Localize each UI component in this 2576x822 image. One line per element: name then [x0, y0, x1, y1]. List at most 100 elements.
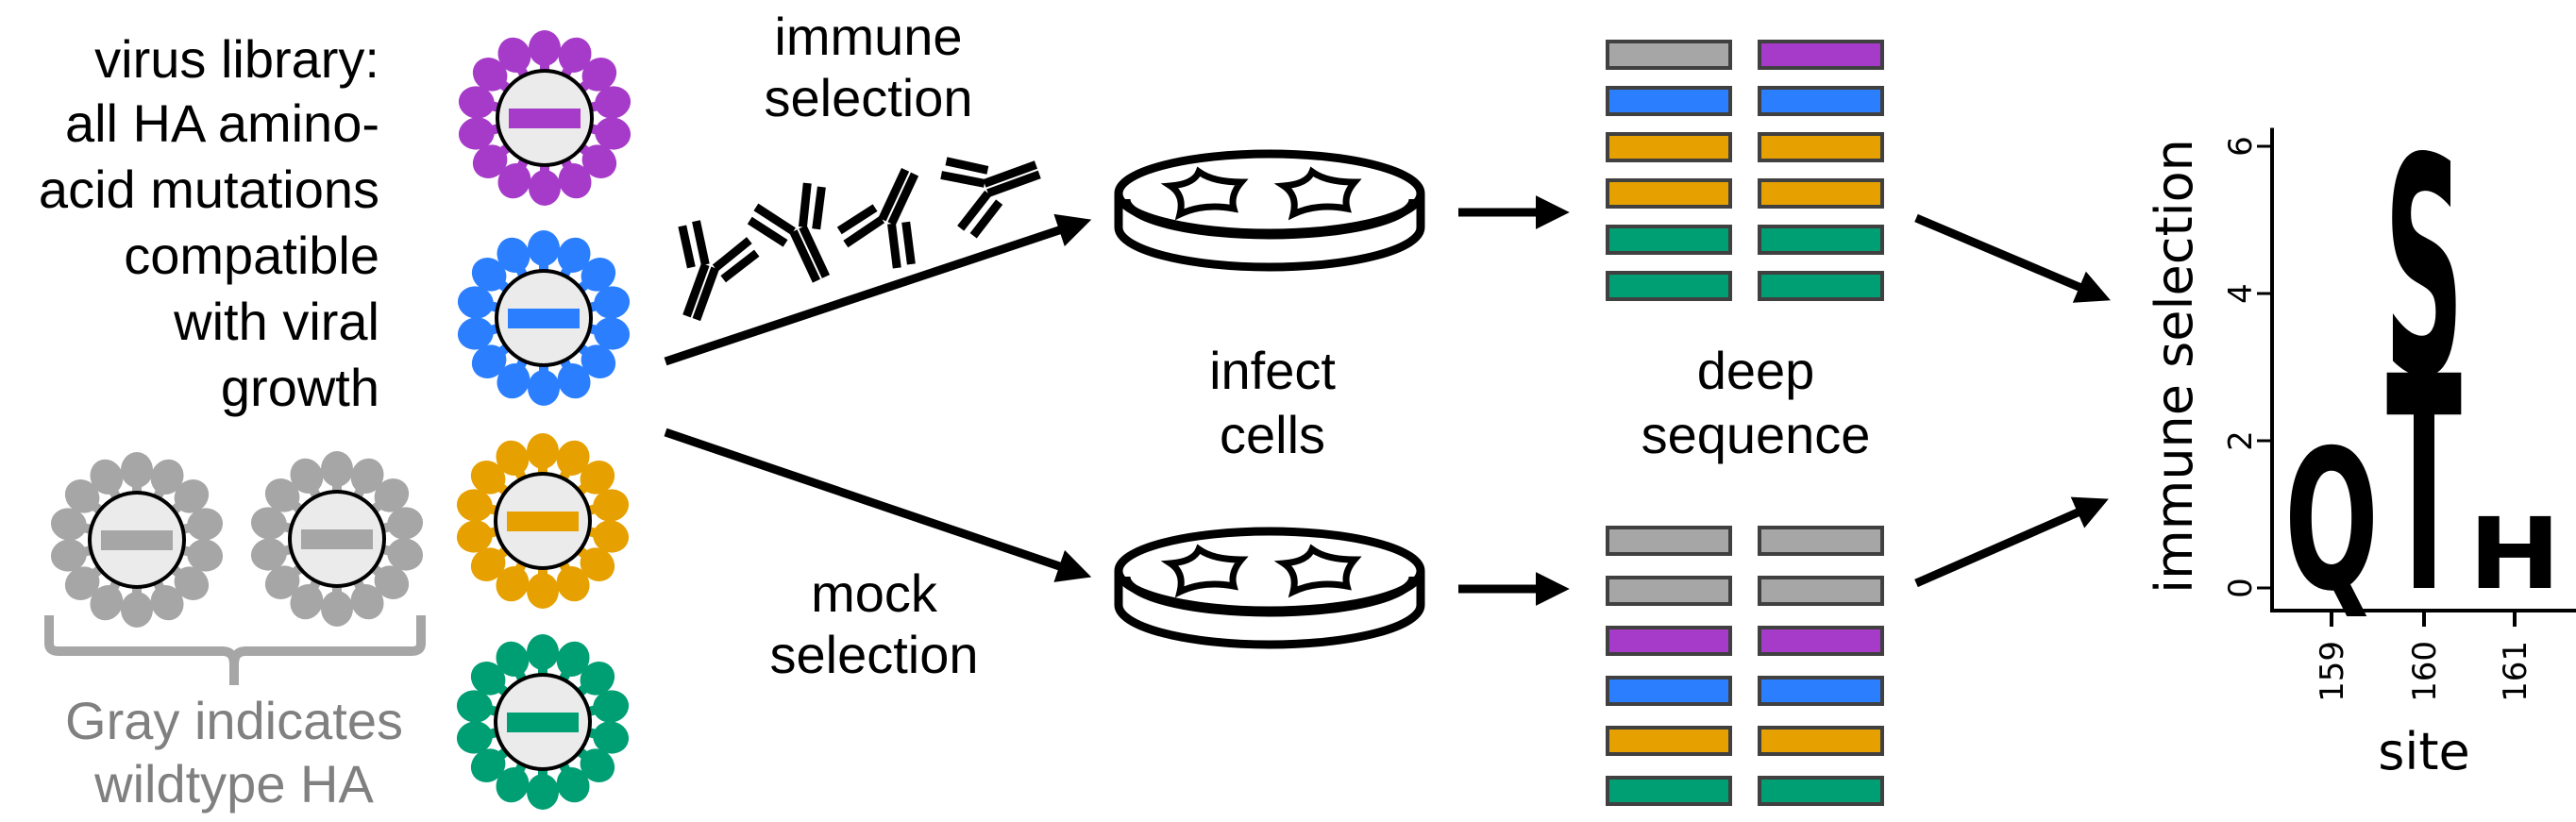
ha-spike: [470, 748, 506, 782]
x-axis-label: site: [2378, 722, 2470, 781]
ha-spike: [121, 592, 153, 628]
sequencing-read-green: [1606, 271, 1732, 301]
sequencing-read-green: [1758, 271, 1884, 301]
ha-spike: [456, 520, 493, 553]
ha-spike: [497, 163, 531, 199]
ha-spike: [264, 478, 300, 512]
ha-spike: [556, 440, 590, 476]
ha-spike: [593, 489, 630, 522]
ha-spike: [350, 584, 384, 620]
ha-spike: [121, 452, 153, 488]
virus-icon-wildtype-2: [250, 451, 424, 627]
immune-selection-line-1: immune: [774, 7, 962, 66]
ha-spike: [527, 774, 559, 810]
ha-spike: [374, 565, 410, 599]
ha-spike: [557, 363, 591, 399]
y-axis-label: immune selection: [2145, 139, 2204, 594]
ha-spike: [470, 662, 506, 696]
y-tick-label: 6: [2222, 136, 2260, 157]
sequencing-read-orange: [1758, 726, 1884, 756]
virus-icon-wildtype-1: [50, 452, 224, 628]
y-tick-label: 0: [2222, 578, 2260, 598]
ha-spike: [264, 565, 300, 599]
sequencing-read-orange: [1758, 178, 1884, 209]
virus-icon-green: [456, 634, 630, 810]
wildtype-note-line-2: wildtype HA: [93, 754, 374, 814]
ha-spike: [150, 459, 184, 495]
y-tick-label: 2: [2222, 430, 2260, 451]
ha-spike: [528, 370, 560, 406]
ha-spike: [387, 507, 424, 540]
ha-spike: [529, 170, 561, 206]
ha-spike: [527, 634, 559, 670]
logo-letter-Q: Q: [2284, 410, 2379, 634]
ha-spike: [595, 117, 631, 150]
ha-spike: [593, 690, 630, 723]
sequencing-read-green: [1606, 776, 1732, 806]
antibody-icon: [836, 167, 919, 269]
ha-spike: [595, 86, 631, 119]
sequencing-read-orange: [1758, 132, 1884, 162]
mock-selection-label: mock selection: [769, 563, 978, 684]
sequencing-read-gray: [1758, 526, 1884, 556]
ha-spike: [290, 458, 324, 494]
library-line-1: virus library:: [94, 29, 379, 89]
sequencing-read-blue: [1606, 86, 1732, 116]
library-description: virus library: all HA amino- acid mutati…: [39, 29, 379, 417]
library-line-2: all HA amino-: [65, 93, 379, 153]
ha-spike: [581, 344, 616, 378]
infect-cells-label: infect cells: [1209, 341, 1336, 464]
immune-selection-line-2: selection: [764, 68, 972, 127]
ha-spike: [527, 573, 559, 609]
ha-spike: [350, 458, 384, 494]
arrow-to-immune-dish: [664, 213, 1092, 366]
x-tick-label: 160: [2406, 641, 2444, 702]
ha-spike: [250, 538, 287, 571]
arrow-mock-reads-to-logo: [1914, 496, 2109, 588]
ha-spike: [593, 520, 630, 553]
sequencing-read-purple: [1606, 626, 1732, 656]
ha-spike: [150, 585, 184, 621]
ha-gene-segment: [507, 713, 579, 732]
sequencing-read-orange: [1606, 726, 1732, 756]
ha-spike: [580, 748, 615, 782]
mock-selection-line-2: selection: [769, 625, 978, 684]
ha-spike: [593, 721, 630, 754]
ha-spike: [456, 721, 493, 754]
sequencing-read-orange: [1606, 178, 1732, 209]
ha-spike: [581, 144, 617, 178]
logo-letter-T: T: [2386, 314, 2462, 658]
ha-spike: [496, 641, 530, 677]
ha-spike: [50, 539, 87, 572]
ha-spike: [528, 230, 560, 266]
antibodies-group: [678, 157, 1041, 322]
ha-spike: [64, 566, 100, 600]
ha-spike: [471, 258, 507, 292]
sequencing-read-purple: [1758, 40, 1884, 70]
ha-spike: [457, 286, 494, 319]
ha-spike: [387, 538, 424, 571]
mock-selection-line-1: mock: [811, 563, 938, 623]
sequencing-read-gray: [1758, 576, 1884, 606]
ha-spike: [174, 566, 210, 600]
sequencing-read-blue: [1758, 86, 1884, 116]
ha-spike: [472, 58, 508, 92]
wildtype-note-line-1: Gray indicates: [65, 691, 403, 750]
ha-spike: [250, 507, 287, 540]
ha-spike: [556, 767, 590, 803]
ha-spike: [496, 767, 530, 803]
virus-icon-orange: [456, 433, 630, 609]
ha-spike: [581, 58, 617, 92]
ha-spike: [174, 479, 210, 513]
ha-spike: [456, 690, 493, 723]
antibody-icon: [747, 182, 831, 283]
wildtype-note: Gray indicates wildtype HA: [65, 691, 403, 814]
ha-gene-segment: [101, 530, 173, 550]
sequencing-reads-mock: [1606, 526, 1884, 806]
ha-spike: [321, 591, 353, 627]
ha-spike: [290, 584, 324, 620]
cell-icon: [1273, 166, 1362, 221]
